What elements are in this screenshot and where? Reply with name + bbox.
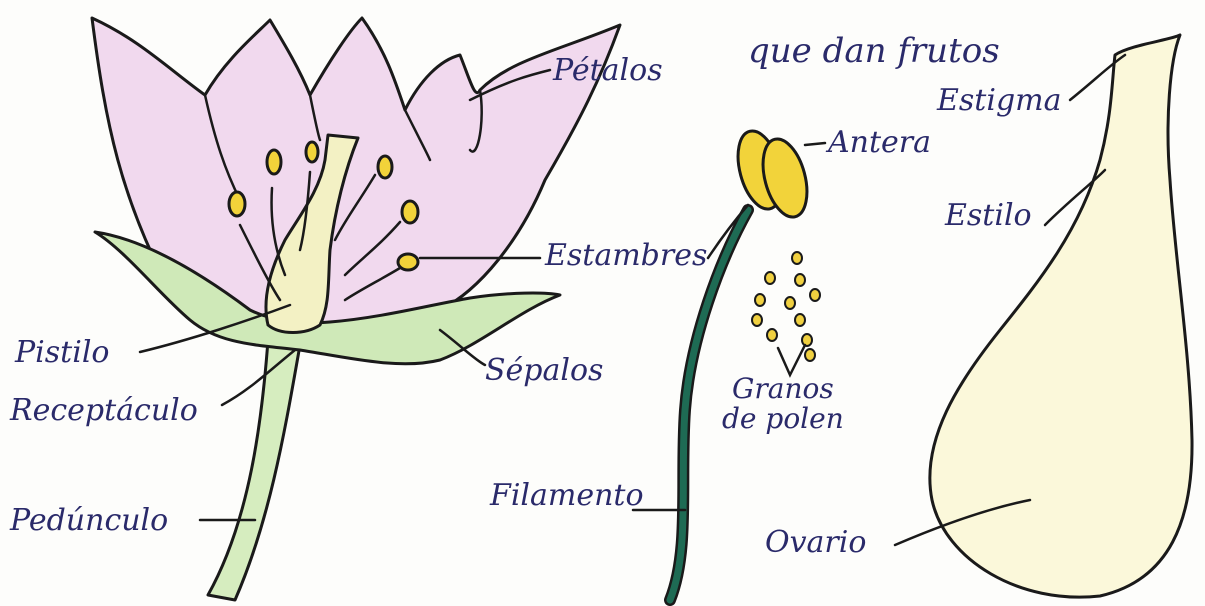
stamen-detail	[664, 129, 809, 606]
flower	[90, 16, 622, 602]
leader-petalos	[468, 68, 552, 102]
leader-estilo	[1043, 168, 1107, 227]
label-ovario: Ovario	[765, 525, 866, 560]
pistil	[264, 133, 360, 334]
label-estambres: Estambres	[544, 238, 707, 273]
heading-text: que dan frutos	[748, 31, 1000, 71]
leader-sepalos	[438, 328, 487, 367]
label-estilo: Estilo	[944, 198, 1032, 233]
petal-fold-2	[308, 93, 322, 142]
label-petalos: Pétalos	[552, 53, 663, 88]
leader-estambres-detail	[706, 203, 750, 260]
anther-right	[761, 137, 809, 219]
leader-antera	[803, 141, 827, 147]
petal-fold-1	[203, 93, 242, 202]
label-receptaculo: Receptáculo	[9, 393, 198, 428]
leader-estigma	[1068, 53, 1127, 102]
label-pistilo: Pistilo	[14, 335, 109, 370]
petal-fold-3	[403, 108, 432, 162]
peduncle	[206, 338, 302, 602]
flower-stamens	[227, 140, 420, 302]
label-antera: Antera	[825, 125, 931, 160]
sepals	[93, 230, 562, 366]
label-estigma: Estigma	[936, 83, 1061, 118]
filament-fill	[666, 206, 752, 604]
leader-receptaculo	[220, 348, 297, 407]
label-granos-1: Granos	[732, 372, 834, 405]
label-pedunculo: Pedúnculo	[9, 503, 168, 538]
pollen-grains	[751, 251, 821, 362]
petal-fold-4	[468, 88, 483, 153]
petals	[90, 16, 622, 326]
label-granos-2: de polen	[722, 402, 844, 435]
pistil-detail	[928, 33, 1194, 599]
leader-ovario	[893, 498, 1032, 547]
leader-pistilo	[138, 303, 292, 354]
label-sepalos: Sépalos	[485, 353, 603, 388]
leader-granos	[776, 343, 807, 378]
label-filamento: Filamento	[489, 478, 644, 513]
